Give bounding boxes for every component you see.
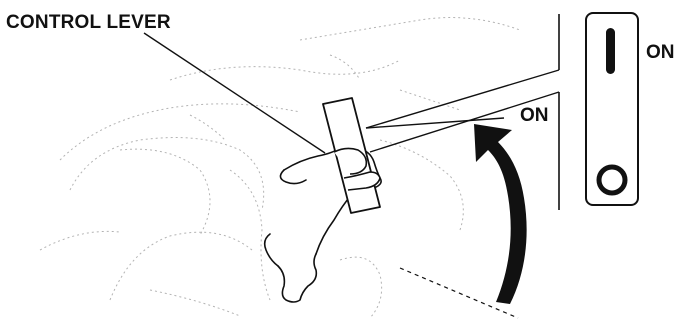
lever-on-label: ON bbox=[520, 106, 549, 125]
switch-on-label: ON bbox=[646, 43, 675, 62]
switch-on-symbol bbox=[606, 28, 615, 74]
control-lever-leader bbox=[144, 33, 325, 153]
engine-sketch bbox=[40, 18, 520, 318]
curved-arrow bbox=[474, 124, 527, 304]
control-lever-label: CONTROL LEVER bbox=[6, 13, 171, 32]
switch-indicator bbox=[586, 13, 638, 205]
